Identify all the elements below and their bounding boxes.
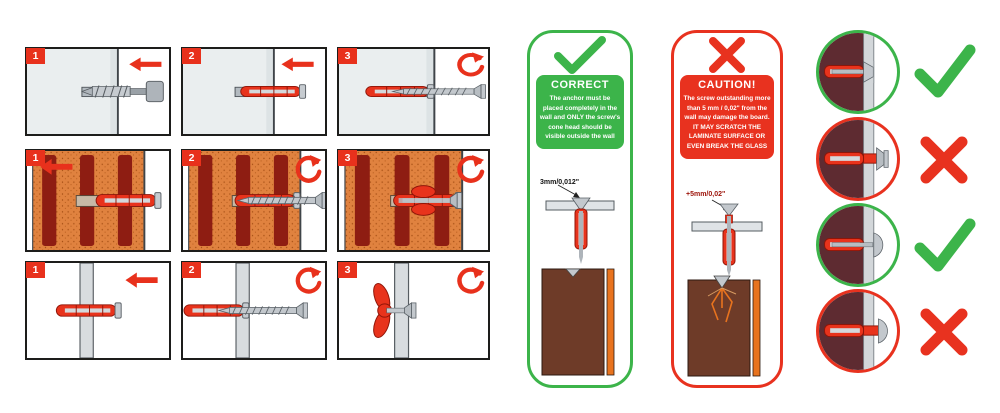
caution-body: The screw outstanding more than 5 mm / 0… (683, 95, 771, 151)
step-panel-brick-1: 1 (25, 149, 171, 252)
push-arrow-icon (129, 57, 162, 72)
screw-head-icon (873, 232, 884, 258)
step-number-badge: 1 (26, 262, 45, 278)
leader-line (557, 184, 577, 196)
step-number-badge: 1 (26, 48, 45, 64)
step-panel-hollow-2: 2 (181, 261, 327, 360)
step-panel-solid-2: 2 (181, 47, 327, 136)
caution-title: CAUTION! (698, 79, 756, 91)
screw-head-icon (863, 61, 874, 83)
step-panel-solid-1: 1 (25, 47, 171, 136)
screw-cone-head-icon (571, 197, 591, 212)
anchor-collar-exposed (863, 325, 879, 336)
screw-tip (727, 270, 731, 276)
correct-measurement-label: 3mm/0,012" (540, 179, 580, 186)
caution-measurement-label: +5mm/0,02" (686, 191, 726, 198)
step-number-badge: 2 (182, 48, 201, 64)
laminate-strip (606, 268, 615, 376)
leader-arrowhead (573, 192, 580, 198)
push-arrow-icon (125, 272, 158, 288)
x-icon (920, 308, 968, 356)
countersunk-flush-illustration (819, 33, 875, 111)
anchor-expansion-bulge (411, 185, 436, 199)
panhead-seated-illustration (819, 206, 884, 284)
screw-head-cap (883, 150, 889, 168)
insert-anchor-brick-illustration (31, 151, 162, 250)
insert-anchor-illustration (183, 49, 314, 134)
example-circle-panhead-seated (816, 203, 900, 287)
screw-head-icon (876, 147, 885, 171)
screw-shaft (398, 198, 451, 203)
anchor-collar-exposed (863, 153, 878, 164)
anchor-stripe (830, 156, 860, 161)
crack-lines (711, 287, 733, 323)
insert-anchor-board-illustration (55, 263, 158, 358)
anchor-icon (240, 84, 307, 99)
step-number-badge: 3 (338, 150, 357, 166)
anchor-expanded-brick-illustration (343, 151, 488, 250)
example-circle-panhead-protruding (816, 289, 900, 373)
step-panel-brick-3: 3 (337, 149, 490, 252)
countersunk-protruding-illustration (819, 120, 889, 198)
screw-shaft (831, 69, 868, 75)
anchor-folded-board-illustration (373, 263, 488, 358)
screw-shaft (727, 216, 731, 270)
screw-into-anchor-brick-illustration (187, 151, 325, 250)
example-circle-countersunk-protruding (816, 117, 900, 201)
correct-body: The anchor must be placed completely in … (539, 95, 621, 141)
drill-into-wall-illustration (27, 49, 164, 134)
screw-tip (579, 257, 583, 264)
step-panel-hollow-3: 3 (337, 261, 490, 360)
correct-title: CORRECT (551, 79, 609, 91)
push-arrow-icon (281, 57, 314, 72)
correct-text-block: CORRECT The anchor must be placed comple… (536, 75, 624, 150)
protruding-cone-head-icon (719, 203, 739, 217)
correct-banner: CORRECT The anchor must be placed comple… (527, 30, 633, 388)
furniture-board (541, 268, 605, 376)
rotation-arrow-icon (459, 52, 484, 74)
caution-banner: CAUTION! The screw outstanding more than… (671, 30, 783, 388)
step-number-badge: 2 (182, 262, 201, 278)
screw-shaft (579, 211, 583, 257)
laminate-strip (752, 279, 761, 377)
correct-diagram (541, 184, 615, 376)
x-icon (709, 37, 745, 73)
rotation-arrow-icon (459, 267, 484, 292)
example-circle-countersunk-flush (816, 30, 900, 114)
x-icon (920, 136, 968, 184)
step-number-badge: 2 (182, 150, 201, 166)
step-panel-solid-3: 3 (337, 47, 490, 136)
caution-text-block: CAUTION! The screw outstanding more than… (680, 75, 774, 159)
screw-shaft (831, 242, 874, 248)
caution-diagram (687, 199, 763, 377)
step-panel-brick-2: 2 (181, 149, 327, 252)
check-icon (554, 36, 606, 74)
rotation-arrow-icon (298, 267, 321, 292)
crack-lines-light (707, 287, 737, 297)
screw-into-anchor-board-illustration (183, 263, 325, 358)
check-icon (914, 218, 976, 272)
panhead-protruding-illustration (819, 292, 888, 370)
screw-in-illustration (339, 49, 488, 134)
step-number-badge: 3 (338, 48, 357, 64)
anchor-icon (95, 192, 162, 209)
anchor-stripe (830, 328, 860, 333)
check-icon (914, 44, 976, 98)
screw-head-icon (878, 318, 888, 344)
step-panel-hollow-1: 1 (25, 261, 171, 360)
step-number-badge: 1 (26, 150, 45, 166)
flush-head-on-board (565, 268, 581, 278)
furniture-board (687, 279, 751, 377)
anchor-expansion-bulge (411, 202, 436, 216)
impacting-head-on-board (713, 275, 731, 289)
anchor-icon (55, 302, 122, 319)
step-number-badge: 3 (338, 262, 357, 278)
